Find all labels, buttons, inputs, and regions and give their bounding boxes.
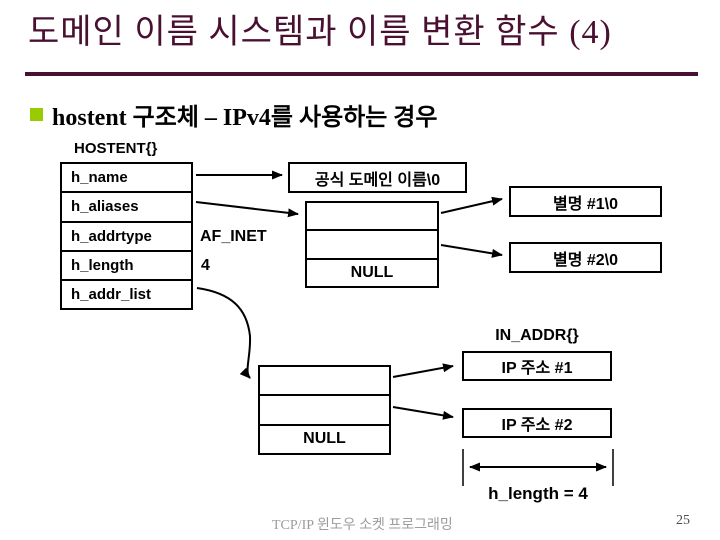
title-underline	[25, 72, 698, 76]
hostent-field-h-aliases: h_aliases	[62, 193, 191, 223]
arrow-haliases-to-array	[195, 201, 299, 218]
addr-pointer-1	[260, 367, 389, 397]
alias-pointer-2	[307, 231, 437, 260]
in-addr-struct-label: IN_ADDR{}	[495, 327, 579, 344]
hostent-table: h_name h_aliases h_addrtype h_length h_a…	[60, 162, 193, 311]
ip-address-1-box: IP 주소 #1	[462, 351, 612, 381]
hostent-field-h-addr-list: h_addr_list	[71, 286, 152, 304]
alias-2-box: 별명 #2\0	[509, 242, 662, 273]
ip-address-2-box: IP 주소 #2	[462, 408, 612, 438]
bullet-square-icon	[30, 108, 43, 121]
hostent-field-h-addrtype: h_addrtype	[62, 223, 191, 252]
footer-text: TCP/IP 윈도우 소켓 프로그래밍	[272, 518, 453, 533]
h-addrtype-value: AF_INET	[200, 228, 267, 245]
h-length-annotation: h_length = 4	[488, 484, 588, 503]
page-number: 25	[676, 513, 690, 528]
arrow-array-to-ip1	[392, 363, 454, 378]
addr-pointer-2	[260, 396, 389, 426]
hostent-field-h-length: h_length	[62, 252, 191, 282]
page-title: 도메인 이름 시스템과 이름 변환 함수 (4)	[28, 14, 612, 51]
alias-1-box: 별명 #1\0	[509, 186, 662, 217]
arrow-array-to-alias2	[440, 244, 503, 258]
hostent-struct-label: HOSTENT{}	[74, 140, 158, 157]
addr-pointer-null: NULL	[303, 430, 346, 448]
addr-pointer-array: NULL	[258, 365, 391, 455]
arrow-array-to-ip2	[392, 406, 454, 420]
arrow-array-to-alias1	[440, 196, 503, 214]
hostent-field-h-name: h_name	[62, 164, 191, 194]
bullet-text: hostent 구조체 – IPv4를 사용하는 경우	[52, 105, 438, 131]
alias-pointer-1	[307, 203, 437, 232]
arrow-haddrlist-to-array	[196, 287, 252, 379]
official-domain-name-box: 공식 도메인 이름\0	[288, 162, 467, 193]
h-length-value: 4	[201, 257, 210, 274]
alias-pointer-null: NULL	[350, 263, 394, 281]
alias-pointer-array: NULL	[305, 201, 439, 288]
